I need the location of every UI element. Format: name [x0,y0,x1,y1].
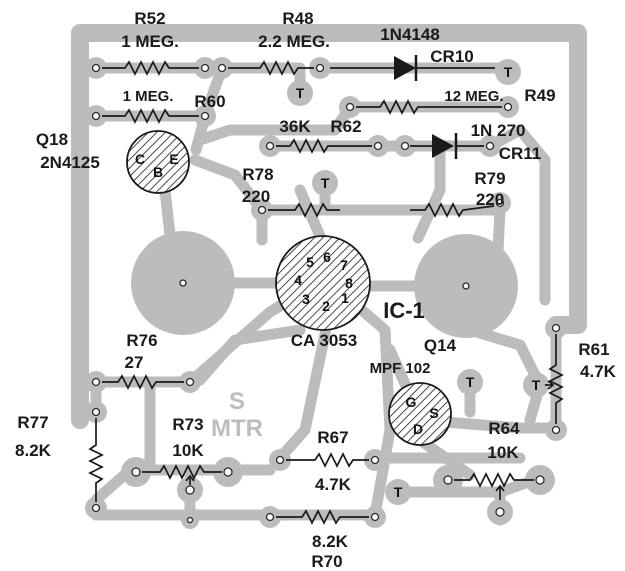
q14-pin-d: D [413,421,423,437]
terminal-pad: T [495,59,521,85]
resistor-r64-wiper [495,484,505,500]
label-r77-value: 8.2K [15,441,52,460]
label-r61-value: 4.7K [580,362,617,381]
silkscreen-s: S [229,388,245,415]
label-r48: R48 [282,9,313,28]
resistor-r73-symbol [142,464,222,480]
ic-pin-8: 8 [345,275,353,291]
label-ic1-part: CA 3053 [291,331,357,350]
resistor-r52-symbol [102,60,199,76]
terminal-pad: T [457,369,483,395]
label-q14: Q14 [424,336,457,355]
resistor-r79-symbol [410,202,495,218]
resistor-r67-symbol [286,452,369,468]
q14-pin-g: G [406,394,417,410]
resistor-r77-symbol [88,418,104,502]
resistor-r61-wiper [545,380,555,390]
diode-cr11-symbol [410,133,484,159]
resistor-r78-symbol [268,202,340,218]
small-pads [85,57,567,529]
label-r62: R62 [330,117,361,136]
label-r78-value: 220 [242,187,270,206]
label-r70-value: 8.2K [312,532,349,551]
resistor-r76-symbol [102,374,184,390]
q18-pin-e: E [169,151,178,167]
label-r76-value: 27 [125,353,144,372]
terminal-pad: T [385,479,411,505]
component-labels: R52 1 MEG. R48 2.2 MEG. 1N4148 CR10 1 ME… [15,9,617,571]
resistor-r64-symbol [454,472,534,488]
label-r49: R49 [524,86,555,105]
label-r67-value: 4.7K [315,475,352,494]
ic-pin-3: 3 [302,291,310,307]
terminal-pads: T T T T T T [287,59,549,505]
label-r79: R79 [474,169,505,188]
resistor-r73-wiper [185,474,195,485]
resistor-r60-symbol [102,108,199,124]
label-r77: R77 [17,413,48,432]
label-r62-value: 36K [279,117,311,136]
resistor-symbols [88,60,564,525]
label-q18: Q18 [36,130,68,149]
large-pad-right-hole [462,282,470,290]
ic-pin-2: 2 [322,298,330,314]
resistor-r61-symbol [548,334,564,424]
ic-pin-7: 7 [340,257,348,273]
label-q14-part: MPF 102 [370,360,431,377]
svg-text:T: T [532,377,541,393]
transistor-q18: C B E [126,130,190,194]
label-r73-value: 10K [172,441,204,460]
label-r78: R78 [242,165,273,184]
silkscreen-mtr: MTR [211,415,263,442]
label-r67: R67 [317,428,348,447]
label-r52-value: 1 MEG. [121,32,179,51]
label-r70: R70 [311,552,342,571]
label-r64-value: 10K [487,443,519,462]
resistor-r49-symbol [356,99,502,115]
label-1n270: 1N 270 [471,121,526,140]
label-r48-value: 2.2 MEG. [258,32,330,51]
label-r60-value: 1 MEG. [123,88,174,105]
label-r76: R76 [126,331,157,350]
label-r61: R61 [578,340,609,359]
resistor-r48-symbol [228,60,314,76]
label-1n4148: 1N4148 [380,25,440,44]
svg-text:T: T [466,374,475,390]
large-pad-left-hole [179,279,187,287]
terminal-pad: T [312,170,338,196]
ic-pin-1: 1 [341,290,349,306]
q18-pin-c: C [135,151,145,167]
label-cr10: CR10 [430,47,473,66]
label-r49-value: 12 MEG. [444,88,503,105]
ic-pin-4: 4 [294,272,302,288]
q14-pin-s: S [429,405,438,421]
q18-pin-b: B [153,164,163,180]
resistor-r70-symbol [276,509,369,525]
label-q18-part: 2N4125 [40,153,100,172]
ic-pin-6: 6 [323,249,331,265]
label-r52: R52 [134,9,165,28]
label-r79-value: 220 [476,190,504,209]
label-ic1: IC-1 [383,298,425,323]
resistor-r62-symbol [276,138,372,154]
diode-cr10-symbol [330,55,495,81]
label-r60: R60 [194,92,225,111]
svg-text:T: T [321,175,330,191]
svg-text:T: T [504,64,513,80]
svg-text:T: T [296,85,305,101]
label-r64: R64 [488,419,520,438]
terminal-pad: T [287,80,313,106]
label-cr11: CR11 [499,144,542,163]
ic-pin-5: 5 [306,254,314,270]
ic-1-package: 5 6 7 4 8 3 2 1 [275,235,371,331]
transistor-q14: G S D [388,382,452,446]
pot-pads [121,457,555,525]
label-r73: R73 [172,415,203,434]
terminal-pad: T [523,372,549,398]
svg-text:T: T [394,484,403,500]
